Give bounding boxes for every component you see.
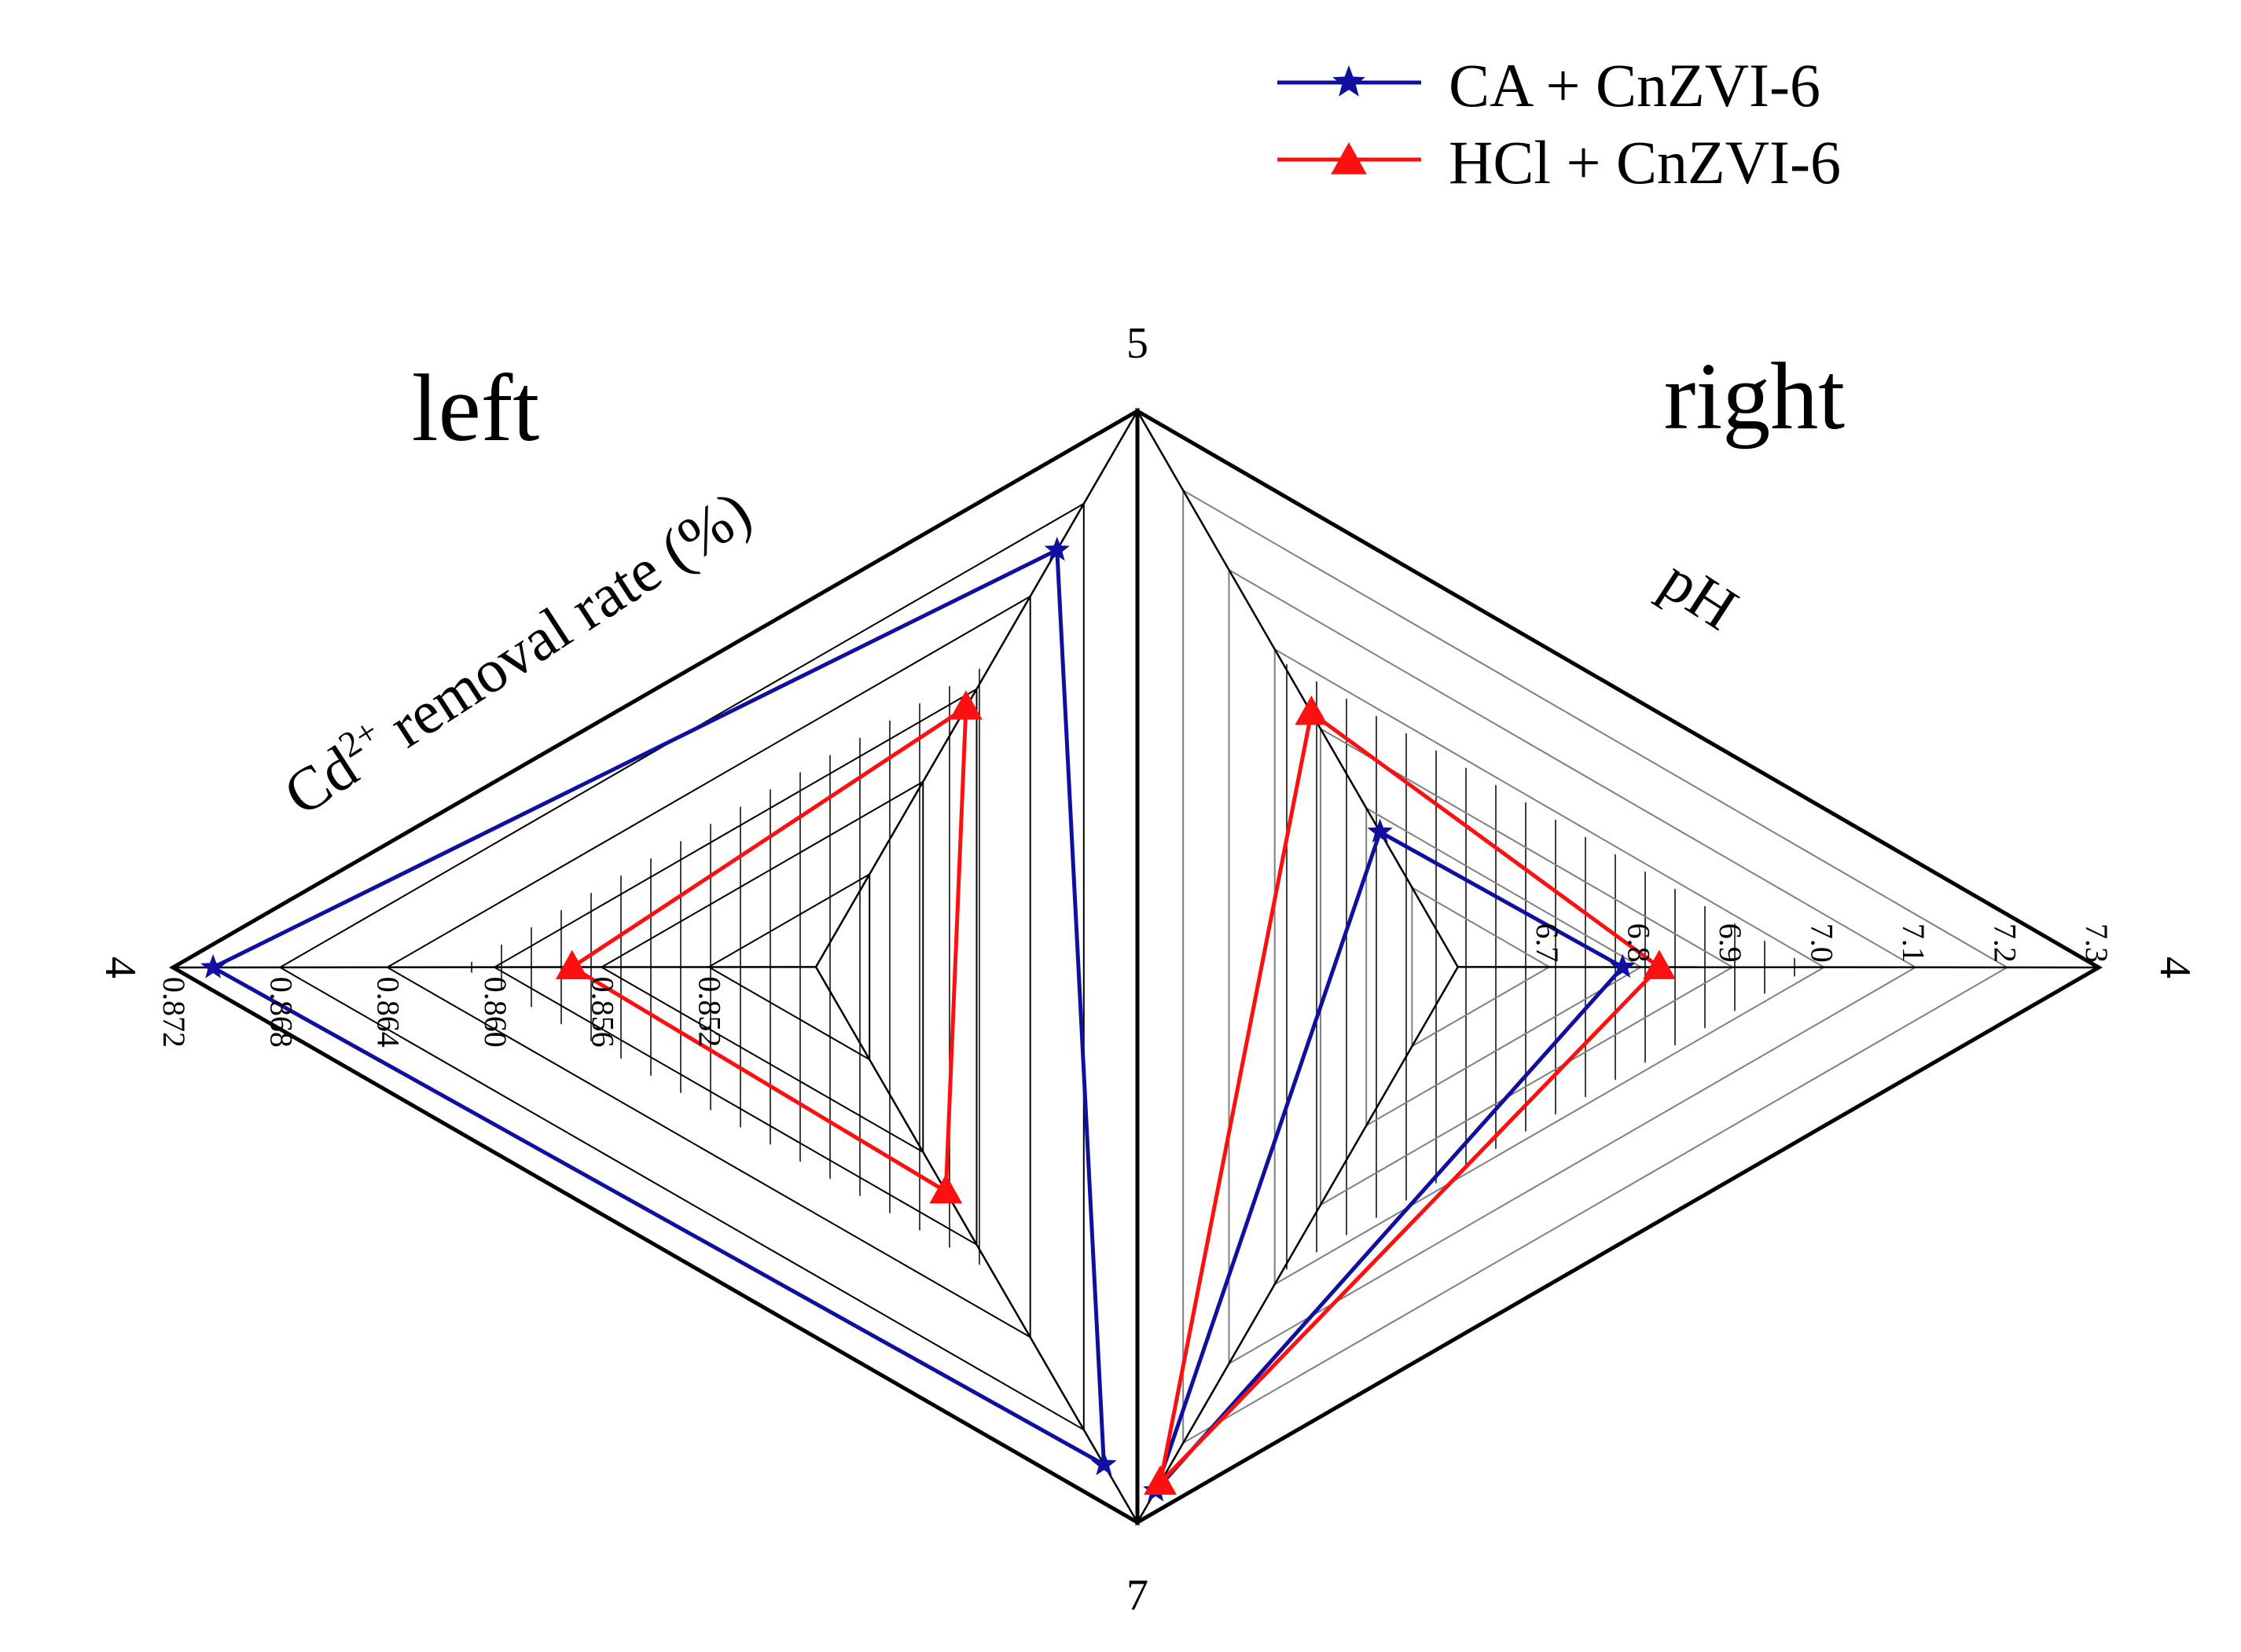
outer-frames (168, 407, 2103, 1526)
right-axis-title: pH (1650, 545, 1750, 643)
right-tick-label: 7.2 (1988, 923, 2023, 963)
legend-hcl-triangle-marker (1331, 142, 1367, 174)
left-panel-title: left (412, 355, 540, 461)
corner-label-right: 4 (2151, 956, 2199, 978)
right-tick-label: 6.7 (1530, 923, 1565, 962)
right-spoke-2 (1136, 966, 1459, 1523)
left-series-ca-point-0 (200, 954, 226, 978)
left-spoke-1 (814, 410, 1139, 967)
left-tick-label: 0.852 (693, 976, 728, 1047)
right-tick-label: 7.3 (2079, 923, 2114, 963)
left-spoke-2 (814, 966, 1139, 1523)
right-spoke-0 (1136, 410, 1459, 967)
right-ring-0 (1411, 886, 1552, 1048)
legend: CA + CnZVI-6 HCl + CnZVI-6 (1277, 51, 1841, 196)
left-series-ca-point-1 (1044, 536, 1070, 561)
left-series-ca-point-2 (1091, 1451, 1117, 1476)
left-ring-4 (600, 780, 924, 1154)
right-tick-label: 7.1 (1896, 923, 1931, 963)
right-series-ca-point-1 (1610, 953, 1636, 978)
corner-label-top: 5 (1126, 319, 1148, 368)
left-axis-title: Cd2+ removal rate (%) (271, 476, 762, 828)
left-tick-label: 0.860 (478, 977, 513, 1048)
right-tick-label: 7.0 (1805, 923, 1840, 963)
left-series-hcl-point-0 (555, 949, 589, 979)
series-layer (200, 536, 1676, 1502)
left-ring-2 (385, 595, 1031, 1339)
right-ring-2 (1320, 727, 1735, 1206)
right-ring-5 (1182, 489, 2009, 1445)
left-panel-grid (171, 409, 1139, 1524)
left-series-hcl-line (568, 703, 968, 1195)
left-tick-label: 0.868 (263, 977, 299, 1048)
right-series-ca-line (1153, 828, 1626, 1492)
right-series-ca-point-0 (1367, 818, 1393, 843)
right-hatch (1286, 661, 1795, 1272)
corner-label-bottom: 7 (1126, 1571, 1148, 1620)
legend-ca-star-marker (1332, 65, 1365, 97)
right-series-hcl-line (1157, 709, 1662, 1489)
left-tick-label: 0.864 (371, 977, 406, 1048)
tick-labels: 0.872 0.868 0.864 0.860 0.856 0.852 6.7 6.8 6.9 7… (156, 923, 2114, 1048)
right-series-hcl-point-0 (1295, 696, 1328, 725)
right-panel-grid (1136, 409, 2100, 1524)
right-tick-label: 6.9 (1713, 923, 1748, 963)
left-tick-label: 0.856 (585, 977, 620, 1048)
right-tick-label: 6.8 (1622, 923, 1657, 963)
corner-label-left: 4 (96, 956, 145, 978)
right-ring-4 (1228, 568, 1917, 1365)
left-tick-label: 0.872 (156, 977, 192, 1048)
left-series-hcl-point-2 (929, 1173, 963, 1204)
left-ring-3 (492, 687, 978, 1246)
left-hatch (471, 661, 980, 1272)
right-panel-title: right (1664, 343, 1846, 450)
right-ring-1 (1365, 806, 1643, 1127)
left-series-ca-line (208, 546, 1107, 1468)
right-series-hcl-point-2 (1144, 1465, 1177, 1495)
right-ring-3 (1273, 648, 1826, 1286)
left-ring-5 (707, 872, 871, 1061)
legend-hcl-label: HCl + CnZVI-6 (1449, 128, 1841, 196)
legend-ca-label: CA + CnZVI-6 (1449, 51, 1820, 119)
right-outer-frame (1135, 407, 2103, 1526)
left-series-hcl-point-1 (950, 690, 983, 720)
right-series-hcl-point-1 (1643, 949, 1676, 979)
